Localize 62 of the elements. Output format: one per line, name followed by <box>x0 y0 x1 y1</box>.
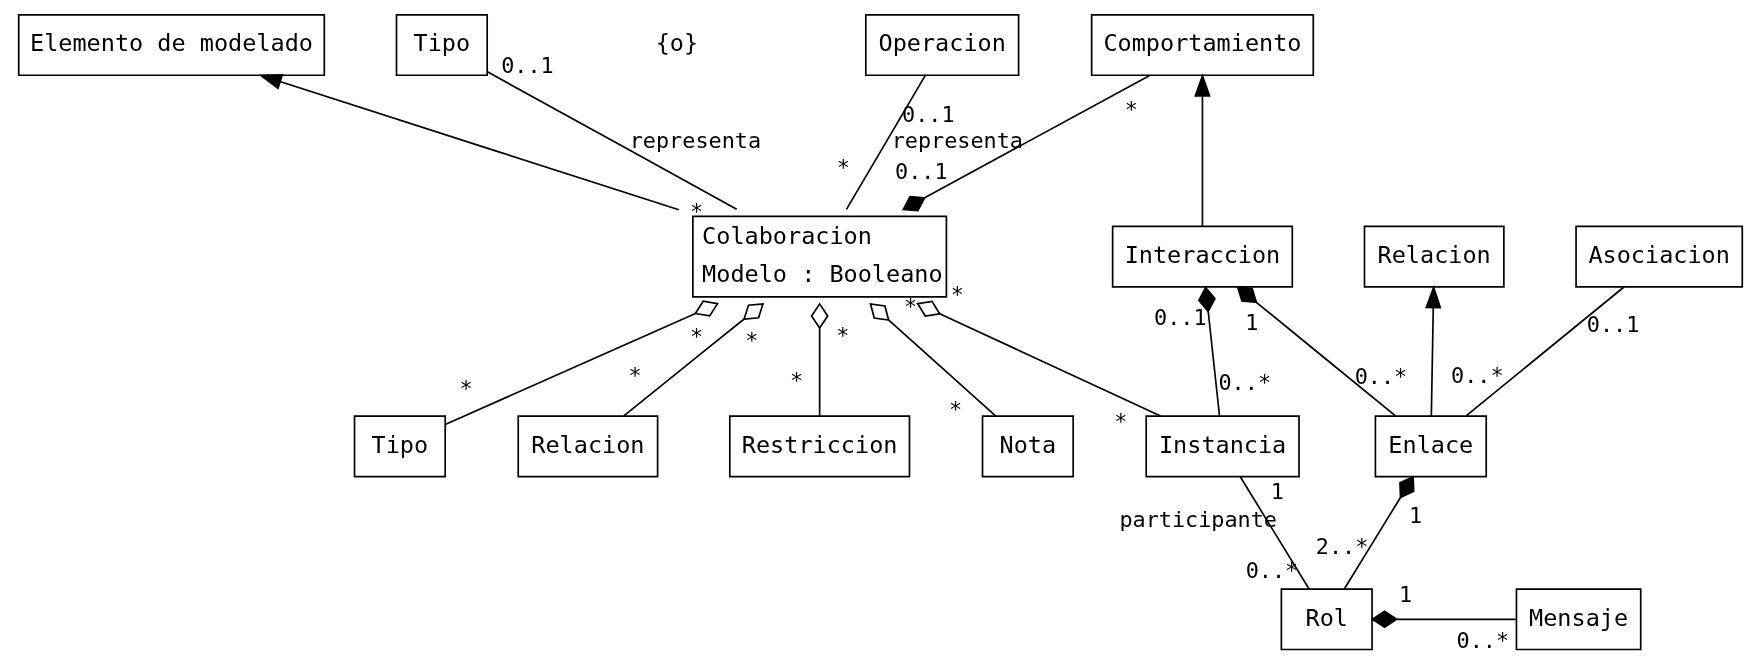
node-box: Operacion <box>864 14 1020 77</box>
node-box: Elemento de modelado <box>17 14 326 77</box>
node-box: Comportamiento <box>1090 14 1315 77</box>
node-box: Rol <box>1280 588 1373 651</box>
label: 0..* <box>1451 362 1504 388</box>
label: {o} <box>655 29 699 58</box>
label: * <box>1124 97 1138 123</box>
node-box: Instancia <box>1145 415 1300 478</box>
label: 1 <box>1270 478 1284 504</box>
label: 1 <box>1245 310 1259 336</box>
node-box: Mensaje <box>1515 588 1642 651</box>
arrow <box>1194 73 1211 228</box>
node-box: Relacion <box>1363 225 1505 288</box>
label: * <box>950 282 964 308</box>
connector <box>1343 475 1415 590</box>
node-box: Relacion <box>517 415 659 478</box>
label: * <box>1114 408 1128 434</box>
label: 0..1 <box>1154 304 1207 330</box>
arrow <box>258 74 680 211</box>
label: 0..1 <box>501 53 554 79</box>
node-box: Colaboracion Modelo : Booleano <box>692 215 948 298</box>
label: * <box>459 375 473 401</box>
connector <box>444 300 719 426</box>
connector <box>1465 286 1625 417</box>
label: 1 <box>1398 581 1413 607</box>
label: 0..1 <box>1586 311 1640 337</box>
node-box: Tipo <box>395 14 488 77</box>
label: 0..* <box>1354 363 1408 389</box>
connector <box>486 71 738 211</box>
label: 1 <box>1409 502 1423 528</box>
connector <box>1236 286 1397 417</box>
label: 0..1 <box>895 159 948 185</box>
connector <box>916 300 1162 417</box>
connector <box>1239 475 1310 590</box>
connector <box>1370 610 1517 629</box>
connector <box>869 302 997 417</box>
label: 2..* <box>1315 534 1369 560</box>
label: * <box>836 154 850 180</box>
label: 0..* <box>1218 370 1272 396</box>
node-box: Tipo <box>353 415 447 478</box>
label: 0..* <box>1456 628 1510 654</box>
edge-label: representa <box>629 128 762 154</box>
node-box: Asociacion <box>1575 225 1744 288</box>
label: * <box>745 328 759 354</box>
arrow <box>1425 284 1442 417</box>
node-box: Nota <box>981 415 1074 478</box>
label: 0..1 <box>902 101 955 127</box>
label: * <box>789 368 804 394</box>
connector <box>1197 285 1221 417</box>
connector <box>623 302 765 417</box>
node-box: Restriccion <box>728 415 911 478</box>
label: * <box>628 362 642 388</box>
edge-label: representa <box>891 128 1023 154</box>
label: * <box>690 323 704 349</box>
connector <box>845 74 926 211</box>
label: * <box>836 322 850 348</box>
connector <box>810 302 829 417</box>
label: * <box>948 396 963 422</box>
node-box: Enlace <box>1374 415 1488 478</box>
connector <box>902 74 1151 212</box>
node-box: Interaccion <box>1111 225 1294 288</box>
label: 0..* <box>1245 558 1299 584</box>
